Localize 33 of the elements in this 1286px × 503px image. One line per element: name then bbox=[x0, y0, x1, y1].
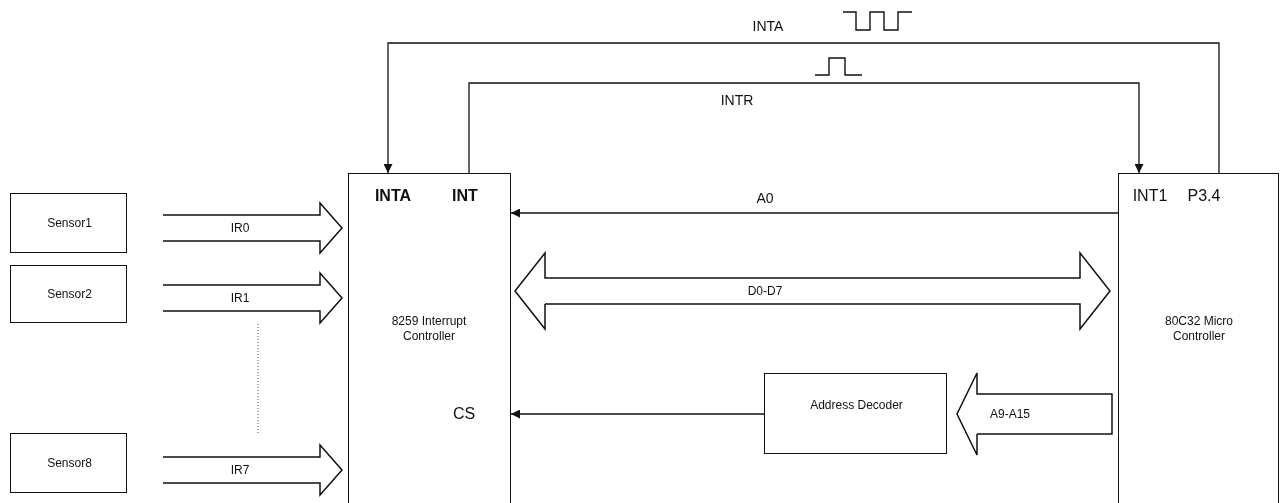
edge-label: IR0 bbox=[229, 221, 251, 235]
edge-label: A9-A15 bbox=[989, 407, 1031, 421]
block-label: 80C32 Micro Controller bbox=[1164, 314, 1234, 344]
component-box bbox=[764, 373, 947, 454]
chip-block bbox=[348, 173, 511, 503]
pin-label: INTA bbox=[373, 186, 413, 206]
bus-arrow bbox=[162, 201, 343, 255]
bus-arrow bbox=[956, 372, 1113, 456]
pin-label: P3.4 bbox=[1186, 186, 1222, 206]
signal-arrow bbox=[510, 208, 1119, 218]
bus-arrow bbox=[162, 443, 343, 497]
component-box bbox=[10, 265, 127, 323]
block-label: Sensor1 bbox=[46, 216, 93, 231]
signal-arrow bbox=[468, 82, 1144, 174]
signal-arrow bbox=[383, 42, 1220, 174]
pin-label: INT bbox=[451, 186, 479, 206]
pin-label: INT1 bbox=[1131, 186, 1169, 206]
edge-label: IR1 bbox=[229, 291, 251, 305]
edge-label: A0 bbox=[754, 190, 776, 206]
block-label: Sensor2 bbox=[46, 287, 93, 302]
block-label: 8259 Interrupt Controller bbox=[390, 314, 468, 344]
component-box bbox=[10, 433, 127, 493]
component-box bbox=[10, 193, 127, 253]
bus-arrow bbox=[514, 250, 1111, 332]
block-label: Address Decoder bbox=[809, 398, 904, 413]
edge-label: D0-D7 bbox=[746, 284, 784, 298]
edge-label: INTA bbox=[750, 18, 786, 34]
bus-arrow bbox=[162, 271, 343, 325]
pin-label: CS bbox=[451, 404, 477, 424]
block-label: Sensor8 bbox=[46, 456, 93, 471]
edge-label: IR7 bbox=[229, 463, 251, 477]
signal-arrow bbox=[510, 409, 765, 419]
chip-block bbox=[1118, 173, 1279, 503]
